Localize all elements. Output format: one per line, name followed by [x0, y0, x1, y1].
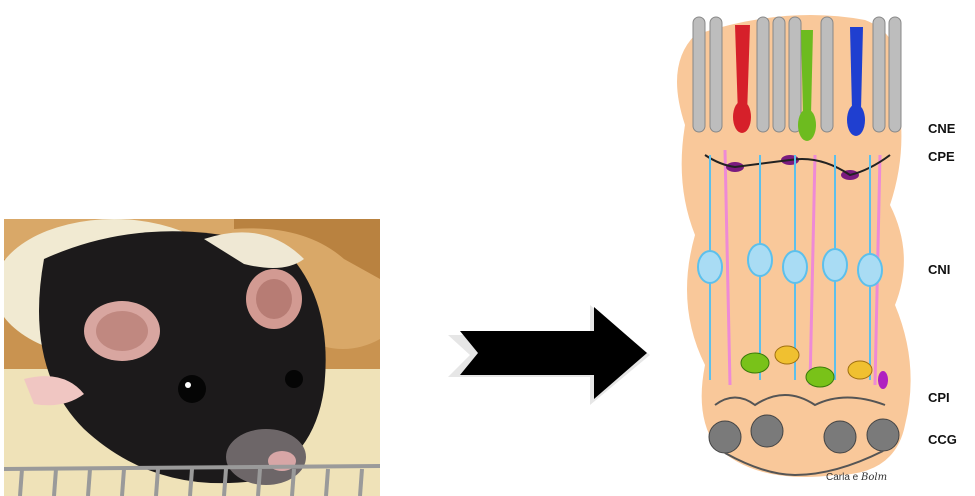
right-arrow-icon: [440, 297, 655, 412]
layer-label-cni: CNI: [928, 262, 950, 277]
diagram-credit: Carla e Bolm: [826, 472, 887, 483]
credit-signature: Bolm: [861, 472, 887, 483]
green-cone: [801, 30, 813, 115]
rat-photo: [4, 219, 380, 496]
layer-label-ccg: CCG: [928, 432, 957, 447]
credit-text: Carla e: [826, 472, 858, 483]
layer-label-cpe: CPE: [928, 149, 955, 164]
retina-diagram: [655, 5, 925, 493]
layer-label-cpi: CPI: [928, 390, 950, 405]
layer-label-cne: CNE: [928, 121, 955, 136]
blue-cone: [850, 27, 863, 110]
